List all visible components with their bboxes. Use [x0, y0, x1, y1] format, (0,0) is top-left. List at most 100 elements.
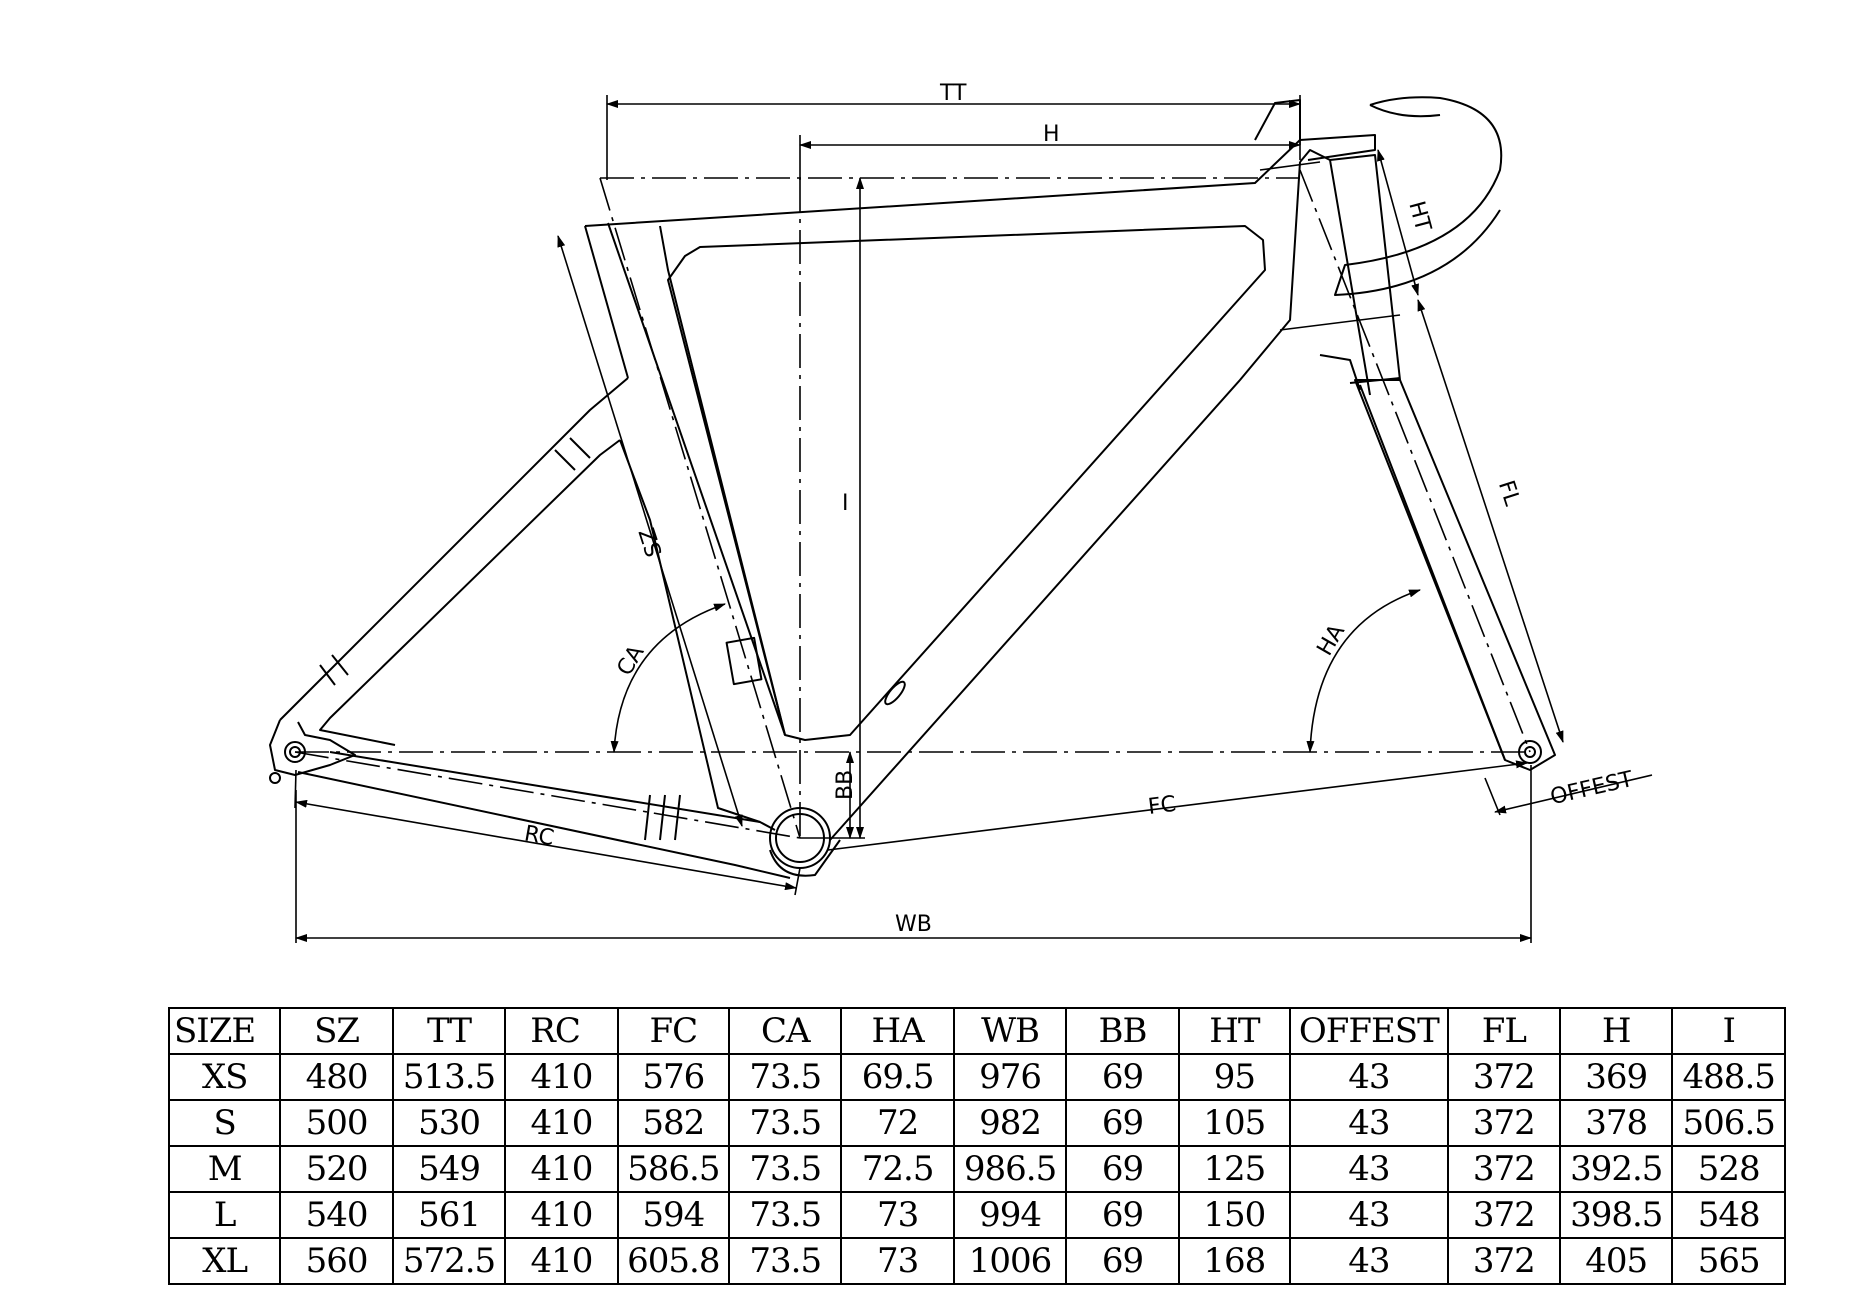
bike-frame: [269, 96, 1556, 879]
header-ht: HT: [1177, 1007, 1292, 1055]
cell-ca: 73.5: [728, 1099, 843, 1147]
header-wb: WB: [952, 1007, 1068, 1055]
cell-size: S: [167, 1099, 282, 1147]
cell-tt: 549: [391, 1145, 507, 1193]
table-row: XS 480 513.5 410 576 73.5 69.5 976 69 95…: [167, 1053, 1786, 1101]
seat-stay-inner: [319, 439, 621, 746]
cell-fl: 372: [1446, 1145, 1562, 1193]
cell-i: 565: [1671, 1237, 1786, 1285]
handlebar: [1334, 96, 1503, 296]
label-tt: TT: [939, 81, 967, 106]
cell-rc: 410: [504, 1237, 619, 1285]
construction-lines: [294, 161, 1531, 839]
cell-sz: 540: [279, 1191, 394, 1239]
cell-h: 392.5: [1559, 1145, 1674, 1193]
cell-ha: 73: [840, 1237, 955, 1285]
cell-wb: 986.5: [952, 1145, 1068, 1193]
bottle-boss: [884, 680, 906, 706]
cell-h: 398.5: [1559, 1191, 1674, 1239]
cell-sz: 560: [279, 1237, 394, 1285]
dimension-lines: [294, 95, 1653, 943]
cell-size: XL: [167, 1237, 282, 1285]
cell-i: 506.5: [1671, 1099, 1786, 1147]
cell-ht: 168: [1177, 1237, 1292, 1285]
cell-ht: 150: [1177, 1191, 1292, 1239]
cell-bb: 69: [1065, 1053, 1180, 1101]
cell-wb: 982: [952, 1099, 1068, 1147]
cell-fl: 372: [1446, 1099, 1562, 1147]
label-offset: OFFEST: [1548, 767, 1636, 810]
cell-wb: 1006: [952, 1237, 1068, 1285]
cell-fl: 372: [1446, 1191, 1562, 1239]
label-ca: CA: [613, 641, 650, 680]
header-ca: CA: [728, 1007, 843, 1055]
label-wb: WB: [895, 912, 932, 937]
cell-rc: 410: [504, 1145, 619, 1193]
header-offset: OFFEST: [1289, 1007, 1449, 1055]
cell-offset: 43: [1289, 1145, 1449, 1193]
stem: [1299, 134, 1376, 161]
cell-ht: 125: [1177, 1145, 1292, 1193]
cell-h: 369: [1559, 1053, 1674, 1101]
cell-bb: 69: [1065, 1191, 1180, 1239]
cell-fc: 594: [616, 1191, 731, 1239]
cell-size: M: [167, 1145, 282, 1193]
cell-rc: 410: [504, 1191, 619, 1239]
cell-size: XS: [167, 1053, 282, 1101]
head-tube: [1329, 154, 1401, 381]
cell-tt: 572.5: [391, 1237, 507, 1285]
header-size: SIZE: [167, 1007, 282, 1055]
cell-ca: 73.5: [728, 1053, 843, 1101]
cell-sz: 520: [279, 1145, 394, 1193]
label-ha: HA: [1313, 620, 1350, 660]
top-tube: [584, 99, 1301, 227]
cell-fl: 372: [1446, 1053, 1562, 1101]
cell-tt: 530: [391, 1099, 507, 1147]
cell-i: 488.5: [1671, 1053, 1786, 1101]
cell-sz: 500: [279, 1099, 394, 1147]
header-ha: HA: [840, 1007, 955, 1055]
derailleur-hanger: [269, 772, 281, 784]
cell-bb: 69: [1065, 1145, 1180, 1193]
cell-ha: 73: [840, 1191, 955, 1239]
label-fl: FL: [1493, 477, 1525, 509]
geometry-table: SIZE SZ TT RC FC CA HA WB BB HT OFFEST F…: [167, 1007, 1786, 1285]
label-bb: BB: [833, 770, 858, 800]
cell-rc: 410: [504, 1099, 619, 1147]
header-i: I: [1671, 1007, 1786, 1055]
label-sz: SZ: [635, 524, 668, 559]
cell-rc: 410: [504, 1053, 619, 1101]
cell-tt: 561: [391, 1191, 507, 1239]
header-fc: FC: [616, 1007, 731, 1055]
cell-ca: 73.5: [728, 1237, 843, 1285]
cell-size: L: [167, 1191, 282, 1239]
cell-h: 405: [1559, 1237, 1674, 1285]
cable-port: [725, 636, 763, 686]
seat-stay-upper: [279, 377, 629, 721]
header-h: H: [1559, 1007, 1674, 1055]
header-fl: FL: [1446, 1007, 1562, 1055]
cell-tt: 513.5: [391, 1053, 507, 1101]
cell-offset: 43: [1289, 1237, 1449, 1285]
table-row: S 500 530 410 582 73.5 72 982 69 105 43 …: [167, 1099, 1786, 1147]
cell-ha: 69.5: [840, 1053, 955, 1101]
header-tt: TT: [391, 1007, 507, 1055]
dimension-labels: TT H I HT FL SZ CA HA BB RC FC WB OFFEST: [522, 81, 1636, 937]
cell-ha: 72.5: [840, 1145, 955, 1193]
header-bb: BB: [1065, 1007, 1180, 1055]
label-h: H: [1043, 122, 1060, 147]
cell-sz: 480: [279, 1053, 394, 1101]
label-i: I: [842, 491, 849, 516]
cell-wb: 976: [952, 1053, 1068, 1101]
cell-bb: 69: [1065, 1099, 1180, 1147]
cell-ht: 95: [1177, 1053, 1292, 1101]
cell-fl: 372: [1446, 1237, 1562, 1285]
table-header-row: SIZE SZ TT RC FC CA HA WB BB HT OFFEST F…: [167, 1007, 1786, 1055]
label-ht: HT: [1403, 199, 1435, 235]
header-rc: RC: [504, 1007, 619, 1055]
down-tube: [829, 161, 1301, 841]
fork: [1354, 379, 1556, 771]
table-row: M 520 549 410 586.5 73.5 72.5 986.5 69 1…: [167, 1145, 1786, 1193]
cell-fc: 586.5: [616, 1145, 731, 1193]
frame-geometry-diagram: TT H I HT FL SZ CA HA BB RC FC WB OFFEST: [269, 81, 1653, 943]
